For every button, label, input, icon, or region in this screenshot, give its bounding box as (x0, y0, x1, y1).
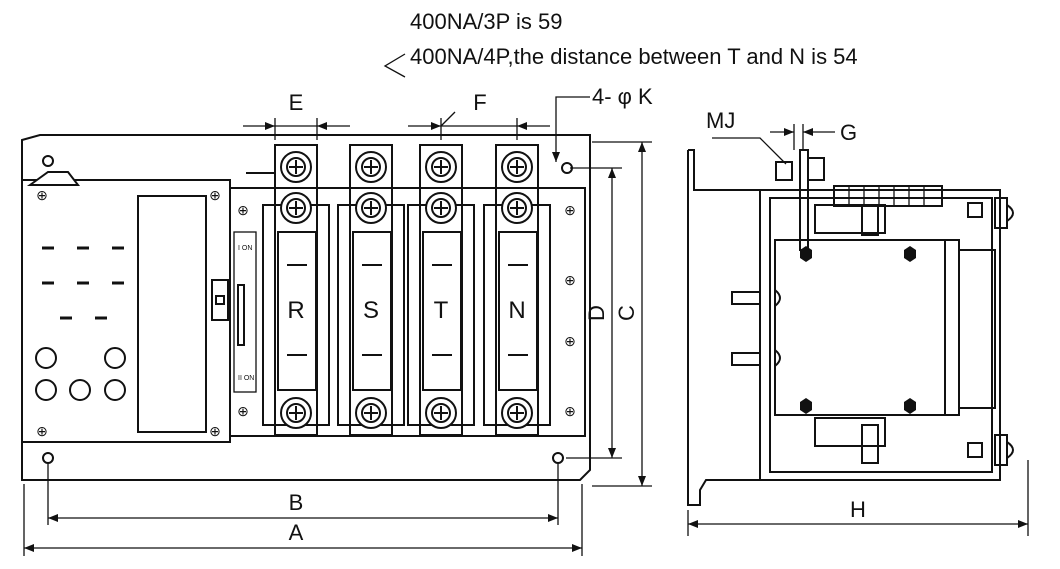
dim-label-H: H (850, 497, 866, 522)
label-MJ-callout: MJ (706, 108, 787, 165)
phase-label-T: T (434, 297, 449, 324)
dimension-F: F (408, 90, 550, 140)
note-leader (383, 53, 406, 78)
dim-label-MJ: MJ (706, 108, 735, 133)
dimension-B: B (47, 462, 559, 525)
note-line-2: 400NA/4P,the distance between T and N is… (410, 44, 858, 69)
dimension-G: G (770, 120, 857, 150)
dimension-E: E (243, 90, 350, 140)
svg-text:⊕: ⊕ (237, 202, 249, 218)
svg-text:⊕: ⊕ (564, 272, 576, 288)
dim-label-E: E (289, 90, 304, 115)
terminal-strip (833, 185, 943, 207)
dimension-A: A (23, 484, 583, 556)
svg-text:⊕: ⊕ (564, 403, 576, 419)
dim-label-D: D (584, 305, 609, 321)
display-window (137, 195, 207, 433)
panel-buttons (35, 347, 126, 401)
svg-text:⊕: ⊕ (36, 187, 48, 203)
phase-label-N: N (508, 297, 525, 324)
switch-body (229, 187, 586, 437)
phase-label-R: R (287, 297, 304, 324)
pole-N: N (483, 144, 551, 436)
body-screws: ⊕ ⊕ ⊕ ⊕ ⊕ ⊕ ⊕ ⊕ ⊕ ⊕ (36, 187, 576, 439)
base-plate (21, 134, 591, 481)
dim-label-F: F (473, 90, 486, 115)
svg-text:⊕: ⊕ (209, 423, 221, 439)
indicator-dashes (42, 246, 124, 320)
svg-text:⊕: ⊕ (237, 403, 249, 419)
panel-tab (26, 171, 81, 186)
hex-nuts (800, 246, 916, 414)
dimension-C: C (592, 141, 652, 487)
handle (211, 279, 229, 321)
note-line-1: 400NA/3P is 59 (410, 9, 562, 34)
label-II-on: II ON (238, 375, 254, 382)
pole-R: R (262, 144, 330, 436)
svg-text:⊕: ⊕ (36, 423, 48, 439)
mount-hole-br (552, 452, 564, 464)
hole-label: 4- φ K (592, 84, 653, 109)
svg-text:⊕: ⊕ (564, 202, 576, 218)
dimension-D: D (566, 167, 622, 459)
control-panel (21, 179, 231, 443)
svg-text:⊕: ⊕ (564, 333, 576, 349)
front-view: ⊕ ⊕ ⊕ ⊕ ⊕ ⊕ ⊕ ⊕ ⊕ ⊕ I ON II ON R (21, 134, 591, 481)
dimension-H: H (687, 460, 1029, 536)
mount-hole-tl (42, 155, 54, 167)
dim-label-C: C (614, 305, 639, 321)
side-bracket (759, 189, 1001, 481)
pole-T: T (407, 144, 475, 436)
hole-callout: 4- φ K (552, 84, 653, 162)
pole-S: S (337, 144, 405, 436)
side-view (687, 149, 1014, 506)
dim-label-B: B (289, 490, 304, 515)
phase-label-S: S (363, 297, 379, 324)
mount-hole-bl (42, 452, 54, 464)
svg-text:⊕: ⊕ (209, 187, 221, 203)
label-I-on: I ON (238, 245, 252, 252)
dim-label-A: A (289, 520, 304, 545)
dim-label-G: G (840, 120, 857, 145)
